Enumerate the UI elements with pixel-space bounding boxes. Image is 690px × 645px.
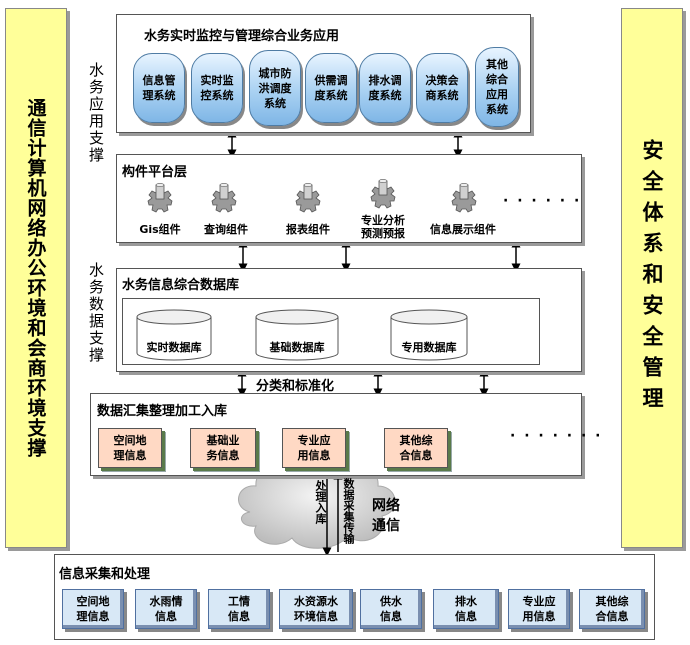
system-drainage[interactable]: 排水调度系统 <box>359 53 411 123</box>
box-label: 空间地理信息 <box>113 434 147 462</box>
aggregation-other-info[interactable]: 其他综合信息 <box>384 428 448 468</box>
component-query[interactable]: 查询组件 <box>204 223 248 236</box>
collection-other-info[interactable]: 其他综合信息 <box>579 589 645 629</box>
collection-water-resources[interactable]: 水资源水环境信息 <box>279 589 353 629</box>
application-layer-title: 水务实时监控与管理综合业务应用 <box>144 29 340 44</box>
database-cylinder-icon <box>136 309 212 361</box>
aggregation-professional-app[interactable]: 专业应用信息 <box>282 428 346 468</box>
database-label: 实时数据库 <box>146 341 202 354</box>
component-report[interactable]: 报表组件 <box>286 223 330 236</box>
aggregation-basic-business[interactable]: 基础业务信息 <box>190 428 256 468</box>
database-basic[interactable]: 基础数据库 <box>255 309 339 361</box>
box-label: 其他综合信息 <box>399 434 433 462</box>
database-cylinder-icon <box>255 309 339 361</box>
gear-icon <box>295 183 321 213</box>
database-cylinder-icon <box>390 309 468 361</box>
system-label: 信息管理系统 <box>142 74 176 102</box>
box-label: 基础业务信息 <box>206 434 240 462</box>
box-label: 供水信息 <box>380 595 402 623</box>
app-support-label: 水务应用支撑 <box>87 62 105 164</box>
system-realtime-monitoring[interactable]: 实时监控系统 <box>191 53 243 123</box>
collection-professional-app[interactable]: 专业应用信息 <box>508 589 570 629</box>
aggregation-spatial-info[interactable]: 空间地理信息 <box>98 428 162 468</box>
system-label: 供需调度系统 <box>314 74 348 102</box>
box-label: 其他综合信息 <box>595 595 629 623</box>
network-communication-label: 网络通信 <box>372 498 400 534</box>
system-label: 其他综合应用系统 <box>486 58 508 116</box>
component-info-display[interactable]: 信息展示组件 <box>430 223 496 236</box>
collection-water-supply[interactable]: 供水信息 <box>360 589 422 629</box>
system-flood-control[interactable]: 城市防洪调度系统 <box>249 50 301 126</box>
component-platform-layer <box>116 154 582 243</box>
box-label: 工情信息 <box>228 595 250 623</box>
gear-icon <box>370 179 396 209</box>
box-label: 专业应用信息 <box>522 595 556 623</box>
collection-spatial-info[interactable]: 空间地理信息 <box>62 589 124 629</box>
collection-engineering[interactable]: 工情信息 <box>208 589 270 629</box>
system-other-apps[interactable]: 其他综合应用系统 <box>475 47 519 127</box>
database-layer-title: 水务信息综合数据库 <box>122 278 240 293</box>
box-label: 专业应用信息 <box>297 434 331 462</box>
system-label: 决策会商系统 <box>425 74 459 102</box>
component-layer-title: 构件平台层 <box>122 165 188 180</box>
box-label: 水资源水环境信息 <box>294 595 338 623</box>
security-management-label: 安全体系和安全管理 <box>640 138 664 418</box>
aggregation-ellipsis: · · · · · · · <box>510 428 603 444</box>
aggregation-layer-title: 数据汇集整理加工入库 <box>97 404 228 419</box>
box-label: 排水信息 <box>455 595 477 623</box>
collection-layer-title: 信息采集和处理 <box>59 567 151 582</box>
system-label: 城市防洪调度系统 <box>258 66 292 110</box>
data-support-label: 水务数据支撑 <box>87 262 105 364</box>
network-office-support-label: 通信计算机网络办公环境和会商环境支撑 <box>24 98 47 458</box>
box-label: 空间地理信息 <box>76 595 110 623</box>
gear-icon <box>211 183 237 213</box>
database-realtime[interactable]: 实时数据库 <box>136 309 212 361</box>
security-management-bar: 安全体系和安全管理 <box>621 8 683 548</box>
database-special[interactable]: 专用数据库 <box>390 309 468 361</box>
system-info-management[interactable]: 信息管理系统 <box>133 53 185 123</box>
database-label: 基础数据库 <box>269 341 325 354</box>
component-gis[interactable]: Gis组件 <box>139 223 181 236</box>
network-office-support-bar: 通信计算机网络办公环境和会商环境支撑 <box>5 8 67 548</box>
classification-label: 分类和标准化 <box>256 379 335 394</box>
collection-drainage[interactable]: 排水信息 <box>433 589 499 629</box>
box-label: 水雨情信息 <box>149 595 183 623</box>
gear-icon <box>451 183 477 213</box>
gear-icon <box>147 183 173 213</box>
system-decision-consultation[interactable]: 决策会商系统 <box>416 53 468 123</box>
system-label: 实时监控系统 <box>200 74 234 102</box>
collection-rain-water[interactable]: 水雨情信息 <box>135 589 197 629</box>
system-label: 排水调度系统 <box>368 74 402 102</box>
database-label: 专用数据库 <box>401 341 457 354</box>
component-analysis-forecast[interactable]: 专业分析预测预报 <box>361 214 405 240</box>
system-supply-demand[interactable]: 供需调度系统 <box>305 53 357 123</box>
process-store-label: 处理入库 <box>314 480 327 524</box>
component-ellipsis: · · · · · · <box>503 193 582 209</box>
data-collection-label: 数据采集传输 <box>342 478 355 544</box>
